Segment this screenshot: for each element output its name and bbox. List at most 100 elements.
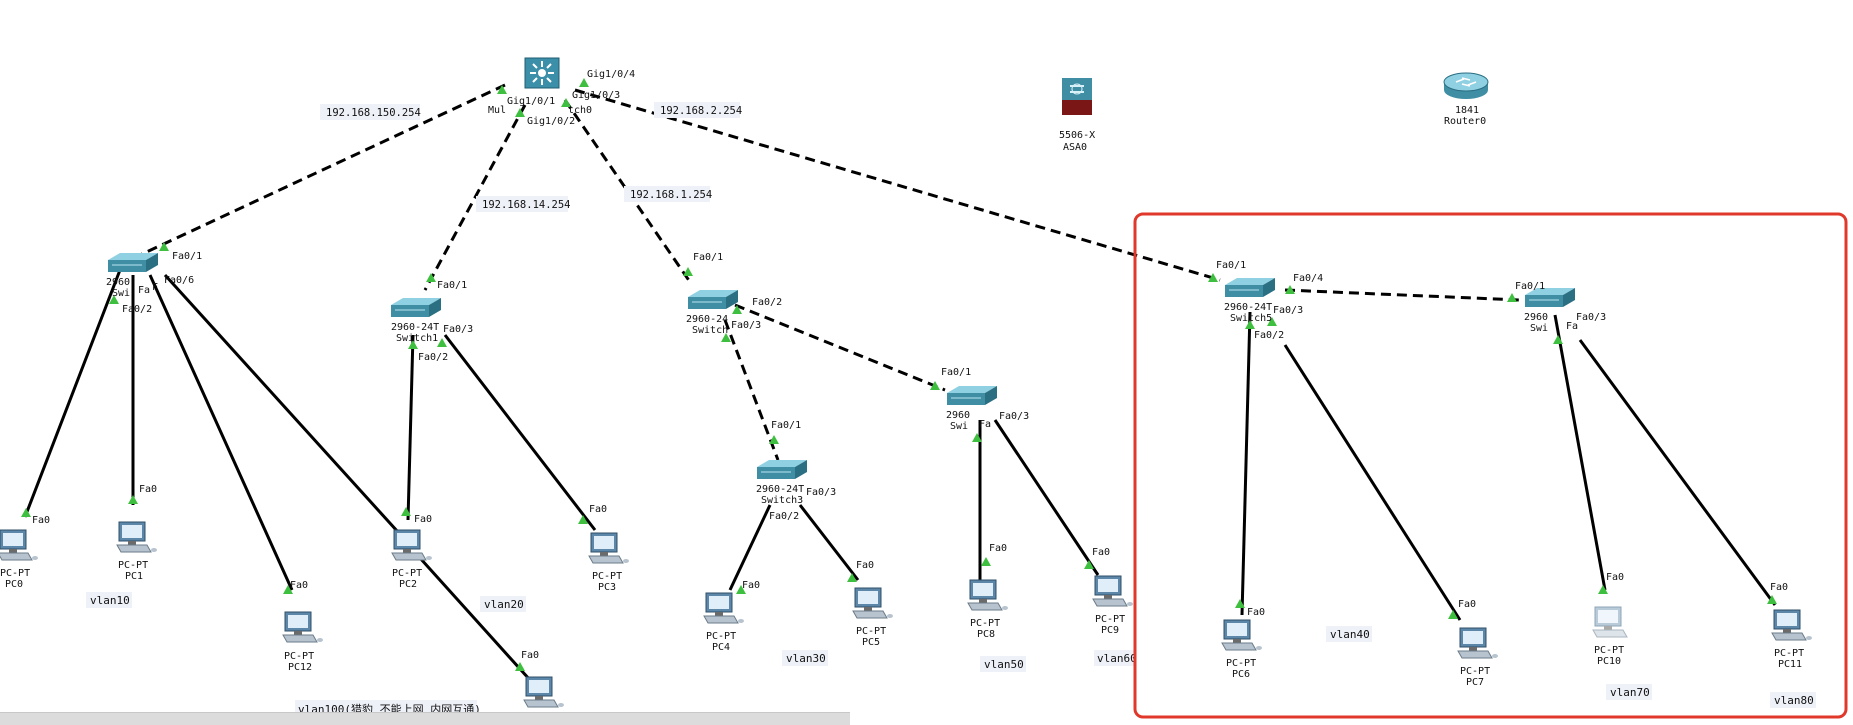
port-swf-fa01: Fa0/1 [1216,260,1246,271]
ip-label-14: 192.168.14.254 [482,199,571,211]
port-swb-fa01: Fa0/1 [437,280,467,291]
port-swb-fa02: Fa0/2 [418,352,448,363]
pc0-type: PC-PT [0,568,30,579]
pc8-icon[interactable] [967,579,1009,611]
pc11-name: PC11 [1778,659,1802,670]
pc5-icon[interactable] [852,587,894,619]
link-pc2-pc[interactable] [418,556,532,682]
pc10-type: PC-PT [1594,645,1624,656]
pc6-type: PC-PT [1226,658,1256,669]
port-swf-fa03: Fa0/3 [1273,305,1303,316]
pc12-name: PC12 [288,662,312,673]
ip-label-1: 192.168.1.254 [630,189,712,201]
link-ml-swa[interactable] [139,83,506,257]
ip-label-150: 192.168.150.254 [326,107,421,119]
vlan10-note: vlan10 [90,594,130,607]
pc10-icon[interactable] [1592,606,1628,638]
router-icon[interactable] [1443,72,1489,99]
port-swc-fa03: Fa0/3 [731,320,761,331]
pc11-type: PC-PT [1774,648,1804,659]
pc5-type: PC-PT [856,626,886,637]
port-pc1-fa0: Fa0 [139,484,157,495]
link-swe-pc9[interactable] [993,419,1100,576]
firewall-icon[interactable] [1062,78,1092,115]
vlan30-note: vlan30 [786,652,826,665]
vlan-notes: vlan10 vlan20 vlan30 vlan40 vlan50 vlan6… [86,592,1816,716]
links [23,83,1777,682]
port-labels: Gig1/0/4 Gig1/0/3 Gig1/0/1 Gig1/0/2 Fa0/… [32,69,1788,661]
pc2-type: PC-PT [392,568,422,579]
link-swd-pc4[interactable] [728,504,772,591]
multilayer-switch-label: Mul [488,105,506,116]
highlight-annotation-box [1133,212,1848,719]
port-pc-partial-fa0: Fa0 [521,650,539,661]
pc6-icon[interactable] [1221,619,1263,651]
link-swg-pc10[interactable] [1553,314,1607,591]
port-pc8-fa0: Fa0 [989,543,1007,554]
switch-f-icon[interactable] [1224,277,1276,298]
link-ml-swc[interactable] [563,99,692,283]
port-swg-fa03: Fa0/3 [1576,312,1606,323]
port-swd-fa02: Fa0/2 [769,511,799,522]
switch-a-icon[interactable] [107,252,159,273]
port-ml-gig2: Gig1/0/2 [527,116,575,127]
link-swa-pc2[interactable] [163,273,400,534]
pc7-type: PC-PT [1460,666,1490,677]
port-swa-fa02: Fa0/2 [122,304,152,315]
link-swf-swg[interactable] [1284,288,1521,302]
port-pc2-fa0: Fa0 [414,514,432,525]
pc4-icon[interactable] [703,592,745,624]
pc11-icon[interactable] [1771,609,1813,641]
switch-b-icon[interactable] [390,297,442,318]
horizontal-scrollbar[interactable] [0,712,850,725]
link-swb-pc3[interactable] [443,334,597,531]
pc12-type: PC-PT [284,651,314,662]
switch-b-model: 2960-24T [391,322,439,333]
switch-e-model: 2960 [946,410,970,421]
port-swd-fa01: Fa0/1 [771,420,801,431]
link-ml-swf[interactable] [574,88,1221,282]
vlan50-note: vlan50 [984,658,1024,671]
port-swa-fa01: Fa0/1 [172,251,202,262]
pc4-name: PC4 [712,642,730,653]
switch-e-icon[interactable] [946,385,998,406]
switch-a-name: Swi [112,288,130,299]
switch-e-name: Swi [950,421,968,432]
switch-c-icon[interactable] [687,289,739,310]
pc10-name: PC10 [1597,656,1621,667]
switch-d-icon[interactable] [756,459,808,480]
port-pc11-fa0: Fa0 [1770,582,1788,593]
pc12-icon[interactable] [282,611,324,643]
multilayer-switch-name: tch0 [568,105,592,116]
pc8-name: PC8 [977,629,995,640]
link-swg-pc11[interactable] [1578,339,1777,606]
link-swa-pc12[interactable] [148,274,294,591]
link-swc-swd[interactable] [723,319,780,461]
multilayer-switch-icon[interactable] [524,57,560,89]
link-swa-pc0[interactable] [23,269,122,518]
pc1-icon[interactable] [116,521,158,553]
link-swb-pc2[interactable] [406,334,415,521]
pc-partial-icon[interactable] [523,676,565,708]
ip-label-2: 192.168.2.254 [660,105,742,117]
pc0-icon[interactable] [0,529,39,561]
port-swa-fa: Fa [138,285,150,296]
pc9-icon[interactable] [1092,575,1134,607]
pc7-icon[interactable] [1457,627,1499,659]
port-swf-fa04: Fa0/4 [1293,273,1323,284]
link-swc-swe[interactable] [734,303,946,392]
link-swf-pc6[interactable] [1240,311,1252,616]
port-pc10-fa0: Fa0 [1606,572,1624,583]
switch-d-name: Switch3 [761,495,803,506]
link-swd-pc5[interactable] [798,504,860,581]
port-pc4-fa0: Fa0 [742,580,760,591]
pc2-icon[interactable] [391,529,433,561]
pc3-icon[interactable] [588,532,630,564]
vlan40-note: vlan40 [1330,628,1370,641]
link-ml-swb[interactable] [423,104,527,291]
link-swf-pc7[interactable] [1283,344,1462,621]
port-swc-fa02: Fa0/2 [752,297,782,308]
switch-b-name: Switch1 [396,333,438,344]
port-ml-gig4: Gig1/0/4 [587,69,635,80]
